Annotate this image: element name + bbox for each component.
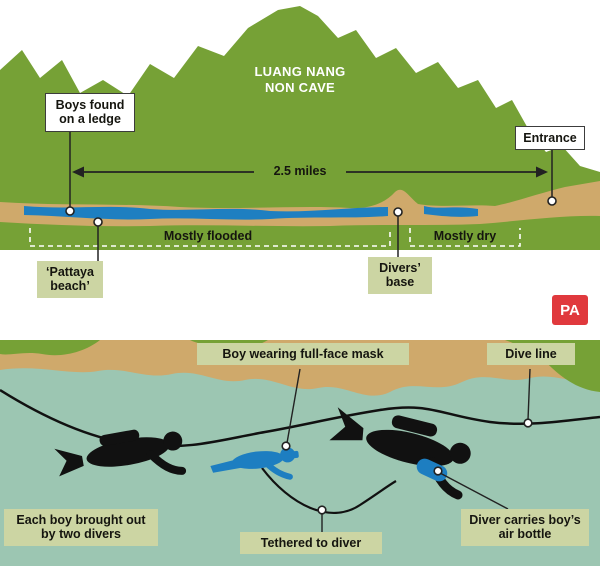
tethered-label: Tethered to diver xyxy=(240,532,382,555)
cave-profile-panel: LUANG NANG NON CAVE Boys found on a ledg… xyxy=(0,6,600,325)
scene-pointer-lines xyxy=(286,368,531,532)
mask-pointer xyxy=(286,368,301,444)
distance-arrow xyxy=(72,166,548,178)
air-bottle-pointer xyxy=(439,472,509,510)
diver-left-silhouette xyxy=(54,429,187,477)
pa-logo: PA xyxy=(552,295,588,325)
point-marker xyxy=(547,196,557,206)
point-markers xyxy=(65,196,557,227)
mostly-flooded-label: Mostly flooded xyxy=(163,229,253,243)
flood-water-left xyxy=(24,206,388,220)
air-bottle xyxy=(416,458,448,482)
point-marker xyxy=(281,441,291,451)
scene-point-markers xyxy=(281,418,533,515)
cave-title: LUANG NANG NON CAVE xyxy=(254,64,346,95)
point-marker xyxy=(393,207,403,217)
rescue-scene-art xyxy=(0,340,600,566)
dive-line-label: Dive line xyxy=(487,343,575,366)
mountain xyxy=(0,6,600,250)
two-divers-label: Each boy brought out by two divers xyxy=(4,509,158,546)
dive-line-pointer xyxy=(527,368,531,421)
distance-label: 2.5 miles xyxy=(273,164,327,178)
pattaya-beach-label: ‘Pattaya beach’ xyxy=(37,261,103,298)
pointer-lines xyxy=(69,129,553,261)
cave-profile-art xyxy=(0,6,600,261)
mask-label: Boy wearing full-face mask xyxy=(197,343,409,366)
entrance-label: Entrance xyxy=(515,126,585,151)
cave-ceiling xyxy=(0,340,600,396)
point-marker xyxy=(523,418,533,428)
tether-rope xyxy=(261,467,397,514)
flood-water-right xyxy=(424,206,478,217)
point-marker xyxy=(317,505,327,515)
point-marker xyxy=(93,217,103,227)
boys-found-label: Boys found on a ledge xyxy=(45,93,135,132)
point-marker xyxy=(433,466,443,476)
flooded-bracket xyxy=(29,228,391,247)
full-face-mask xyxy=(291,450,299,459)
mostly-dry-label: Mostly dry xyxy=(433,229,497,243)
rescue-scene-panel: Boy wearing full-face mask Dive line Eac… xyxy=(0,340,600,566)
air-bottle-label: Diver carries boy’s air bottle xyxy=(461,509,589,546)
diver-right-silhouette xyxy=(329,407,471,500)
divers-base-label: Divers’ base xyxy=(368,257,432,294)
boy-silhouette xyxy=(210,447,299,480)
dry-bracket xyxy=(409,228,521,247)
point-marker xyxy=(65,206,75,216)
